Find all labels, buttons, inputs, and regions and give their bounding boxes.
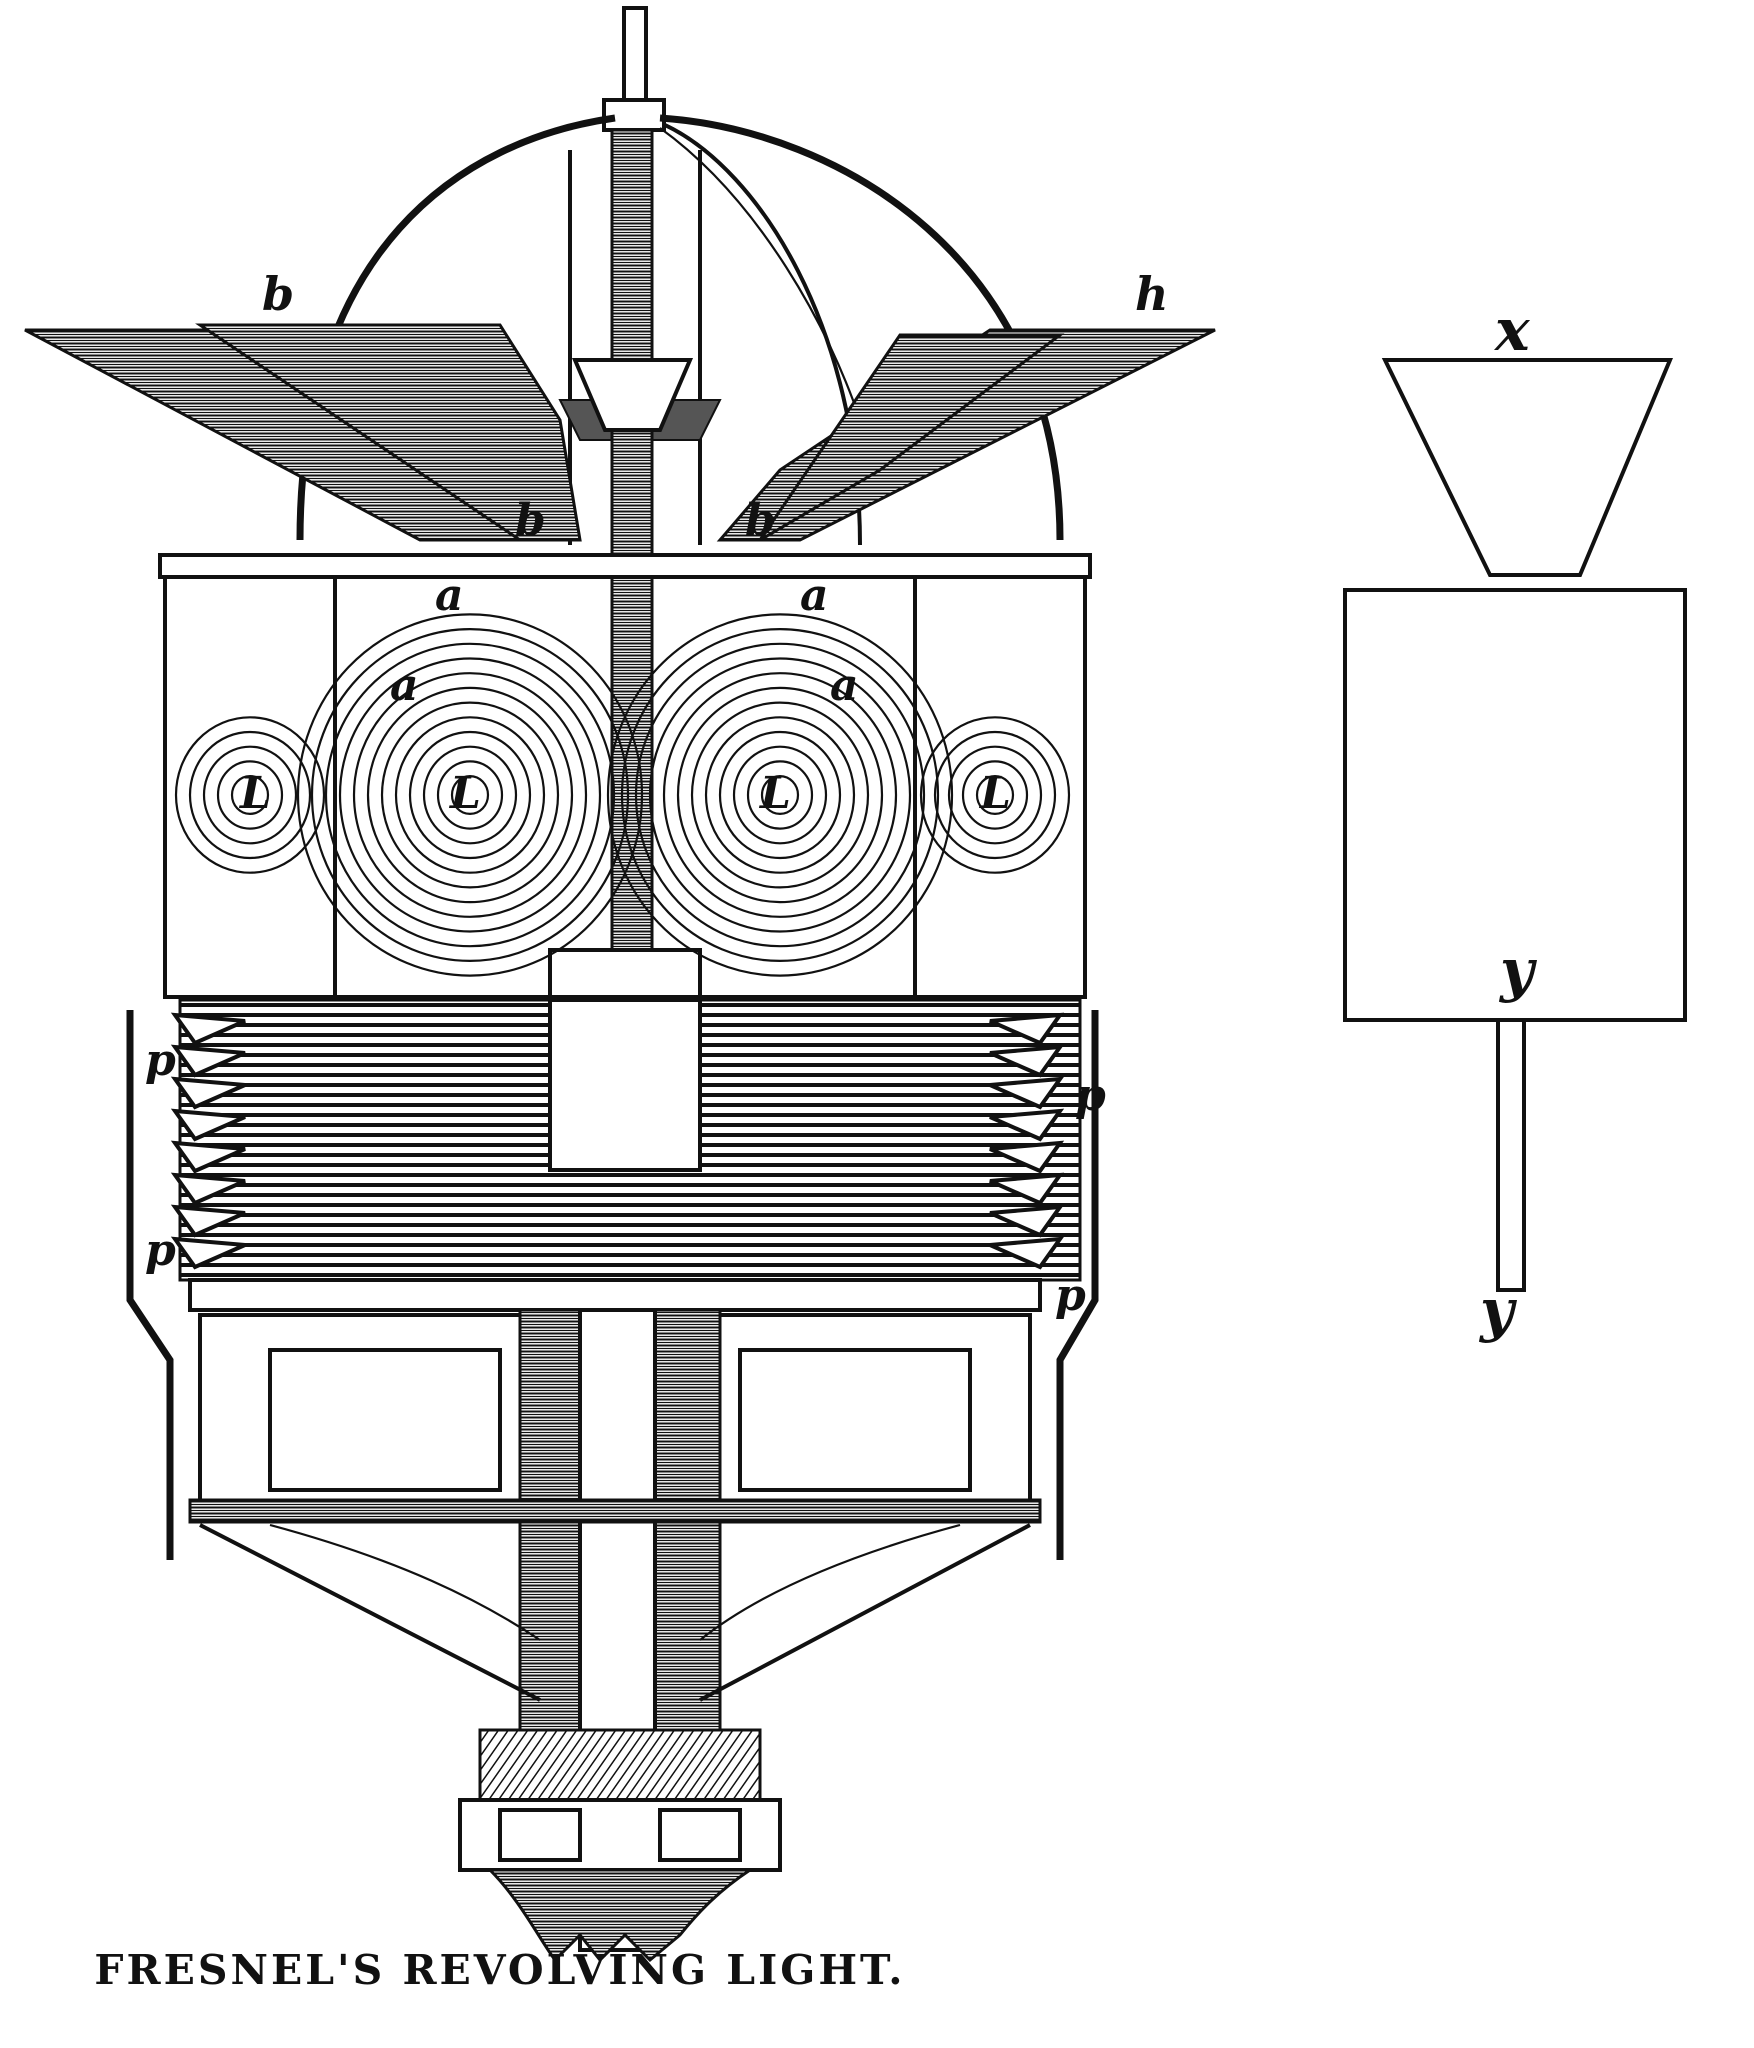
label-x: x (1493, 296, 1531, 364)
label-y-1: y (1498, 936, 1538, 1004)
label-b-center-left: b (515, 495, 546, 546)
side-apparatus (1343, 358, 1687, 1292)
top-spindle (602, 6, 666, 132)
label-L2: L (448, 768, 481, 819)
label-b-left-top: b (262, 267, 294, 321)
reflector-vanes (24, 323, 1216, 542)
diagram-labels: b h b b a a a a L L L L p p p p x y y (145, 267, 1538, 1344)
funnel-x (1381, 358, 1674, 577)
label-p-right-2: p (1055, 1270, 1086, 1321)
upper-ring (158, 553, 1092, 579)
label-L4: L (978, 768, 1011, 819)
label-b-center-right: b (745, 495, 776, 546)
label-a-left-1: a (435, 570, 464, 621)
label-L1: L (238, 768, 271, 819)
label-y-2: y (1478, 1276, 1518, 1344)
label-p-right-1: p (1075, 1070, 1106, 1121)
label-a-left-2: a (390, 660, 419, 711)
label-p-left-2: p (145, 1225, 176, 1276)
prism-ring (126, 998, 1099, 1560)
label-L3: L (758, 768, 791, 819)
rod-y (1496, 1018, 1526, 1292)
pivot-assembly (458, 1728, 782, 1963)
label-a-right-1: a (800, 570, 829, 621)
label-h-right-top: h (1135, 267, 1168, 321)
lens-panels (163, 575, 1087, 999)
box-y (1343, 588, 1687, 1022)
figure-caption: FRESNEL'S REVOLVING LIGHT. (94, 1946, 906, 1994)
label-p-left-1: p (145, 1035, 176, 1086)
label-a-right-2: a (830, 660, 859, 711)
